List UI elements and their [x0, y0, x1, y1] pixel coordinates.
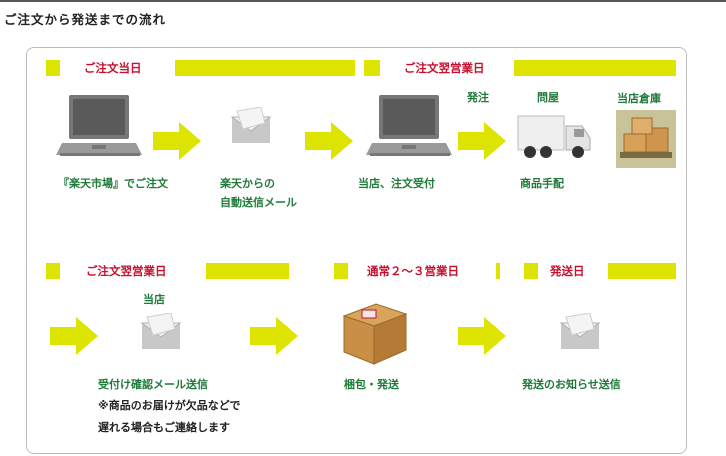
label-wholesaler: 問屋: [537, 91, 559, 104]
band-label-ship-day: 発送日: [550, 264, 585, 278]
envelope-icon: [230, 107, 272, 143]
label-warehouse: 当店倉庫: [617, 92, 661, 105]
band-label-business-days: 通常２〜３営業日: [367, 264, 459, 278]
note-line2: 遅れる場合もご連絡します: [98, 421, 230, 434]
caption-store-accept: 当店、注文受付: [358, 177, 435, 190]
band-segment: [608, 263, 676, 279]
note-line1: ※商品のお届けが欠品などで: [98, 399, 241, 412]
label-order-to-wholesaler: 発注: [467, 91, 489, 104]
arrow-icon: [458, 122, 506, 160]
band-segment: [206, 263, 289, 279]
caption-auto-mail-line1: 楽天からの: [220, 177, 275, 190]
band-segment: [524, 263, 538, 279]
band-segment: [46, 60, 60, 76]
caption-auto-mail-line2: 自動送信メール: [220, 196, 297, 209]
laptop-icon: [366, 95, 452, 156]
header-divider: [0, 0, 726, 2]
flow-panel: [26, 47, 687, 454]
page-title: ご注文から発送までの流れ: [4, 12, 167, 27]
band-segment: [46, 263, 60, 279]
arrow-icon: [50, 317, 98, 355]
envelope-icon: [559, 313, 601, 349]
package-icon: [342, 303, 408, 365]
boxes-icon: [616, 110, 676, 168]
caption-confirm-mail: 受付け確認メール送信: [98, 378, 208, 391]
band-segment: [514, 60, 676, 76]
band-segment: [175, 60, 355, 76]
caption-ship-notice: 発送のお知らせ送信: [522, 378, 621, 391]
band-segment: [496, 263, 500, 279]
arrow-icon: [250, 317, 298, 355]
band-label-next-day-2: ご注文翌営業日: [86, 264, 167, 278]
band-segment: [364, 60, 380, 76]
caption-rakuten-order: 『楽天市場』でご注文: [58, 177, 168, 190]
band-label-next-day: ご注文翌営業日: [404, 61, 485, 75]
arrow-icon: [153, 122, 201, 160]
caption-goods-arrange: 商品手配: [520, 177, 564, 190]
laptop-icon: [56, 95, 142, 156]
arrow-icon: [305, 122, 353, 160]
band-label-order-day: ご注文当日: [84, 61, 142, 75]
arrow-icon: [458, 317, 506, 355]
truck-icon: [517, 115, 591, 158]
caption-pack-ship: 梱包・発送: [344, 378, 399, 391]
envelope-icon: [140, 313, 182, 349]
label-store: 当店: [143, 293, 165, 306]
band-segment: [334, 263, 348, 279]
